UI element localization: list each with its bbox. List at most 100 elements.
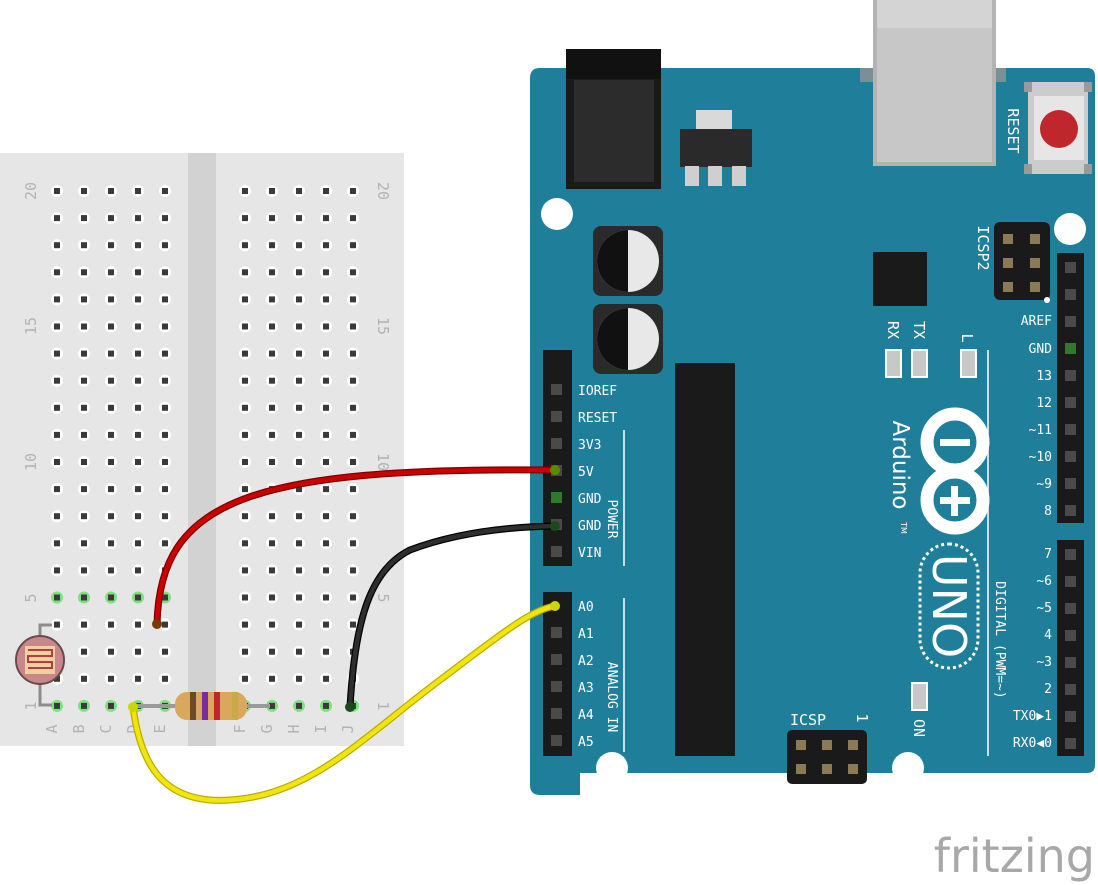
breadboard-hole-center bbox=[323, 242, 329, 249]
breadboard-hole-center bbox=[323, 621, 329, 628]
breadboard-hole-center bbox=[323, 459, 329, 465]
breadboard-hole-center bbox=[323, 188, 329, 194]
breadboard-hole-center bbox=[135, 567, 141, 574]
breadboard-hole-center bbox=[242, 269, 248, 276]
breadboard-hole-center bbox=[350, 404, 356, 411]
pin-label-gnd-2: GND bbox=[578, 519, 602, 534]
breadboard-hole-center bbox=[108, 188, 114, 194]
breadboard-hole-center bbox=[135, 513, 141, 520]
breadboard-hole-center bbox=[54, 513, 60, 520]
breadboard-hole-center bbox=[323, 567, 329, 574]
breadboard-hole-center bbox=[269, 675, 275, 682]
col-label-f: F bbox=[231, 724, 249, 733]
breadboard-hole-center bbox=[242, 350, 248, 357]
breadboard-holes bbox=[51, 185, 359, 712]
breadboard-hole-center bbox=[296, 459, 302, 465]
breadboard-hole-center bbox=[242, 459, 248, 465]
breadboard-hole-center bbox=[108, 648, 114, 655]
breadboard-hole-center bbox=[162, 540, 168, 547]
row-label-1-right: 1 bbox=[374, 701, 392, 710]
breadboard-hole-center bbox=[162, 404, 168, 411]
arduino-infinity-logo bbox=[920, 407, 990, 535]
breadboard-hole-center bbox=[242, 323, 248, 330]
breadboard-hole-center bbox=[269, 702, 275, 709]
breadboard-hole-center bbox=[323, 675, 329, 682]
breadboard-hole-center bbox=[296, 675, 302, 682]
breadboard-hole-center bbox=[135, 540, 141, 547]
row-label-10-left: 10 bbox=[22, 453, 40, 471]
breadboard-hole-center bbox=[242, 486, 248, 493]
breadboard-hole-center bbox=[108, 269, 114, 276]
on-label: ON bbox=[910, 719, 928, 737]
breadboard-hole-center bbox=[242, 242, 248, 249]
row-label-10-right: 10 bbox=[374, 453, 392, 471]
breadboard-hole-center bbox=[242, 648, 248, 655]
breadboard-hole-center bbox=[296, 486, 302, 493]
breadboard-hole-center bbox=[108, 540, 114, 547]
icsp-header bbox=[787, 730, 867, 784]
voltage-regulator bbox=[680, 110, 752, 186]
breadboard-hole-center bbox=[135, 350, 141, 357]
icsp2-label: ICSP2 bbox=[974, 225, 992, 270]
breadboard-hole-center bbox=[54, 702, 60, 709]
trademark-mark: TM bbox=[899, 521, 908, 534]
usb-connector bbox=[860, 0, 1006, 166]
wire-5v-end-breadboard bbox=[152, 619, 162, 629]
breadboard-hole-center bbox=[81, 242, 87, 249]
breadboard-hole-center bbox=[242, 567, 248, 574]
breadboard-hole-center bbox=[54, 377, 60, 384]
l-led bbox=[960, 349, 977, 378]
breadboard-hole-center bbox=[242, 513, 248, 520]
reset-button-cap[interactable] bbox=[1040, 110, 1078, 148]
row-label-20-left: 20 bbox=[22, 182, 40, 200]
icsp2-header bbox=[994, 222, 1050, 303]
row-label-15-right: 15 bbox=[374, 317, 392, 335]
breadboard-hole-center bbox=[54, 323, 60, 330]
pin-label-aref: AREF bbox=[1021, 314, 1052, 329]
breadboard-hole-center bbox=[54, 486, 60, 493]
breadboard-hole-center bbox=[108, 242, 114, 249]
pin-label-a2: A2 bbox=[578, 654, 594, 669]
pin-label-d5: ~5 bbox=[1036, 601, 1052, 616]
breadboard-hole-center bbox=[296, 621, 302, 628]
breadboard-hole-center bbox=[269, 215, 275, 222]
col-label-b: B bbox=[70, 724, 88, 733]
col-label-d: D bbox=[124, 724, 142, 733]
breadboard-hole-center bbox=[269, 323, 275, 330]
breadboard-hole-center bbox=[108, 404, 114, 411]
breadboard-hole-center bbox=[162, 323, 168, 330]
digital-header-label: DIGITAL (PWM=~) bbox=[992, 581, 1007, 698]
breadboard-hole-center bbox=[269, 431, 275, 438]
breadboard-hole-center bbox=[296, 269, 302, 276]
breadboard-hole-center bbox=[296, 594, 302, 601]
pin-label-d3: ~3 bbox=[1036, 655, 1052, 670]
breadboard-hole-center bbox=[81, 188, 87, 194]
breadboard-hole-center bbox=[135, 323, 141, 330]
resistor bbox=[133, 692, 270, 720]
breadboard-hole-center bbox=[162, 242, 168, 249]
breadboard-hole-center bbox=[54, 242, 60, 249]
breadboard-hole-center bbox=[269, 459, 275, 465]
breadboard-hole-center bbox=[269, 540, 275, 547]
breadboard-hole-center bbox=[135, 648, 141, 655]
uno-badge: UNO bbox=[918, 542, 980, 670]
breadboard-hole-center bbox=[296, 702, 302, 709]
pin-label-d12: 12 bbox=[1036, 396, 1052, 411]
breadboard-hole-center bbox=[162, 594, 168, 601]
wires bbox=[128, 465, 560, 804]
row-label-20-right: 20 bbox=[374, 182, 392, 200]
breadboard-hole-center bbox=[81, 404, 87, 411]
analog-header-label: ANALOG IN bbox=[604, 662, 619, 732]
breadboard-hole-center bbox=[54, 404, 60, 411]
breadboard-hole-center bbox=[350, 377, 356, 384]
breadboard-hole-center bbox=[269, 269, 275, 276]
breadboard-hole-center bbox=[323, 350, 329, 357]
breadboard-hole-center bbox=[81, 269, 87, 276]
wire-signal-end-breadboard bbox=[128, 702, 138, 712]
breadboard-hole-center bbox=[296, 540, 302, 547]
tx-label: TX bbox=[910, 321, 928, 339]
breadboard-hole-center bbox=[296, 513, 302, 520]
breadboard-hole-center bbox=[162, 188, 168, 194]
reset-button[interactable] bbox=[1024, 82, 1092, 174]
pin-label-reset: RESET bbox=[578, 411, 617, 426]
